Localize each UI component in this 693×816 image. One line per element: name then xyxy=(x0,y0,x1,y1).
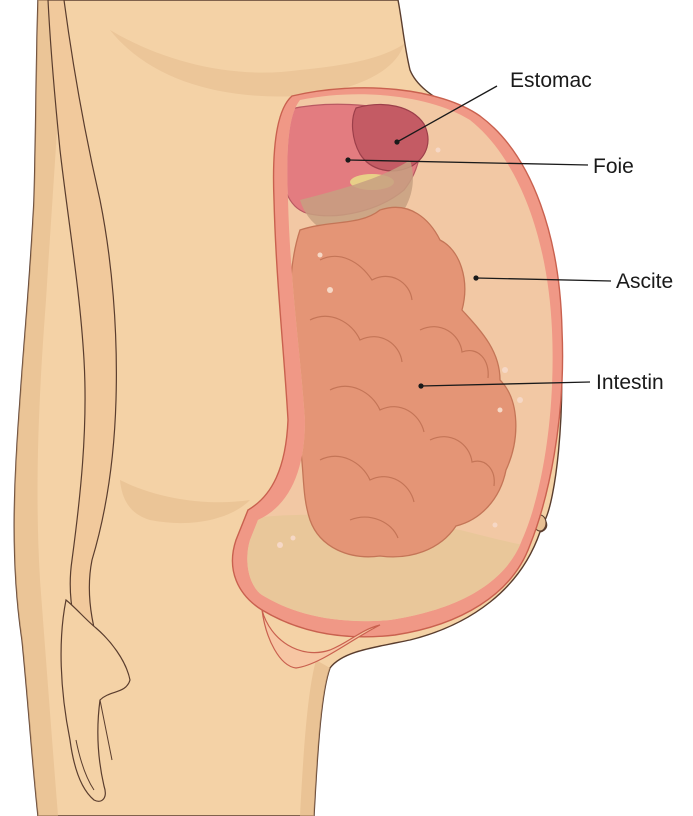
ascites-label: Ascite xyxy=(616,270,673,293)
liver-label: Foie xyxy=(593,155,634,178)
intestine-label: Intestin xyxy=(596,371,664,394)
stomach-label: Estomac xyxy=(510,69,592,92)
